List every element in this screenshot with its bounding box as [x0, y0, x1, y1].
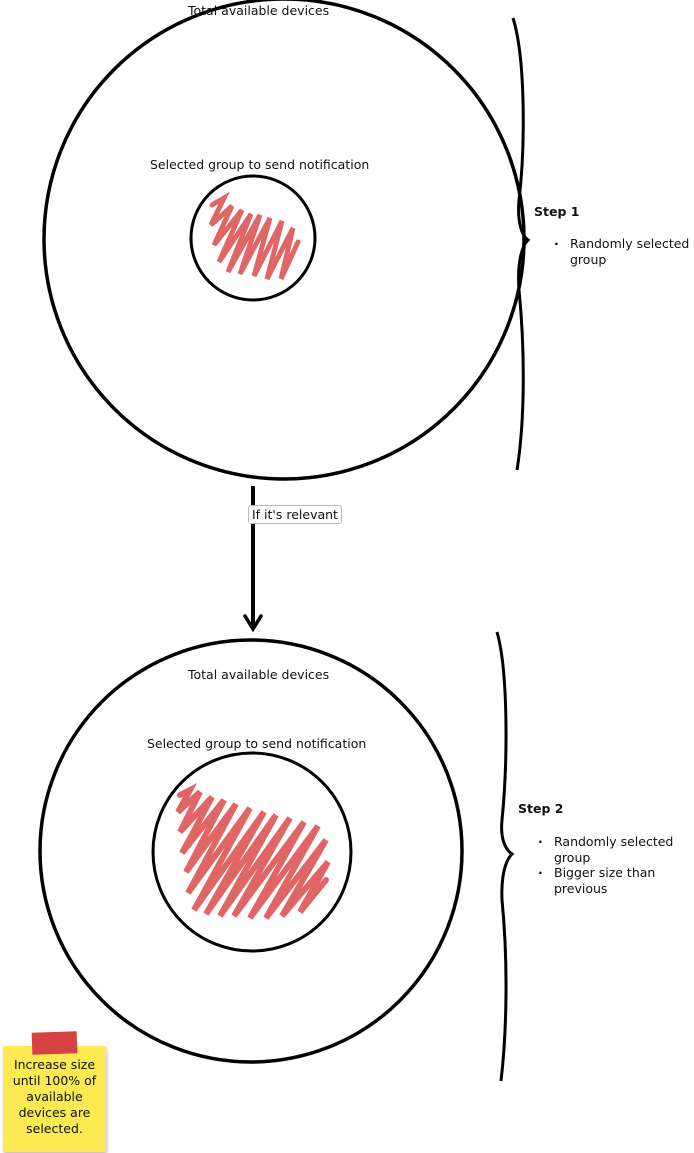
step1-outer-label: Total available devices [188, 3, 330, 18]
step2-inner-label: Selected group to send notification [147, 736, 367, 751]
step2-inner-circle [151, 751, 353, 953]
step1-bullet: Randomly selected group [554, 236, 690, 267]
step1-hatch-fill [208, 191, 301, 281]
step2-outer-label: Total available devices [188, 667, 330, 682]
step2-bullet-list: Randomly selected group Bigger size than… [538, 834, 684, 896]
step1-title: Step 1 [534, 204, 580, 219]
step1-outer-circle [42, 0, 526, 481]
step2-outer-circle [38, 638, 464, 1064]
sticky-note: Increase size until 100% of available de… [3, 1046, 106, 1152]
sticky-note-text: Increase size until 100% of available de… [12, 1057, 97, 1136]
step2-bullet: Bigger size than previous [538, 865, 684, 896]
connector-label: If it's relevant [248, 505, 342, 524]
step1-brace [511, 17, 531, 471]
connector-arrow-head [243, 614, 263, 633]
step2-bullet: Randomly selected group [538, 834, 684, 865]
sticky-note-tape [31, 1031, 78, 1055]
step2-title: Step 2 [518, 801, 564, 816]
step1-bullet-list: Randomly selected group [554, 236, 690, 267]
step1-inner-circle [189, 174, 317, 302]
step1-inner-label: Selected group to send notification [150, 157, 370, 172]
step2-brace [495, 631, 515, 1082]
step2-hatch-fill [175, 783, 331, 920]
